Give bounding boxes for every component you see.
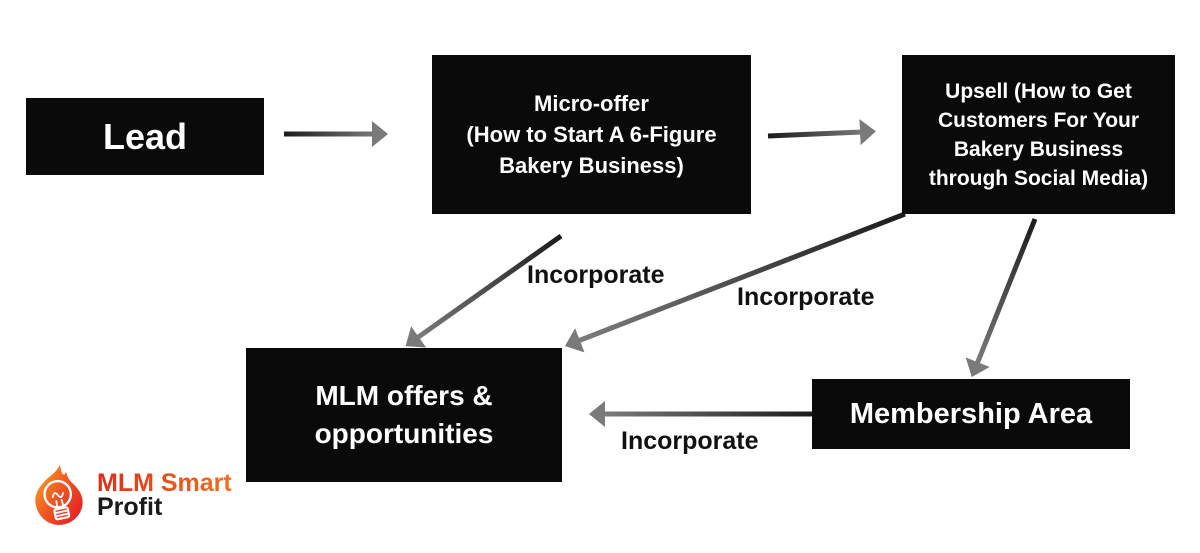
logo-text: MLM Smart Profit [97,469,232,521]
node-membership-area: Membership Area [812,379,1130,449]
edge-label-incorporate-micro-to-mlm: Incorporate [527,261,665,289]
logo-text-line2: Profit [97,493,163,521]
node-lead: Lead [26,98,264,175]
edge-label-incorporate-upsell-to-mlm: Incorporate [737,283,875,311]
arrow-micro-offer-to-upsell [767,119,876,146]
logo-text-line1: MLM Smart [97,469,232,497]
edge-label-incorporate-membership-to-mlm: Incorporate [621,427,759,455]
arrow-upsell-to-membership [965,218,1038,377]
logo-mlm-smart-profit: MLM Smart Profit [30,462,232,528]
flame-lightbulb-icon [35,464,83,525]
node-micro-offer: Micro-offer (How to Start A 6-Figure Bak… [432,55,751,214]
node-mlm-offers: MLM offers & opportunities [246,348,562,482]
node-upsell: Upsell (How to Get Customers For Your Ba… [902,55,1175,214]
